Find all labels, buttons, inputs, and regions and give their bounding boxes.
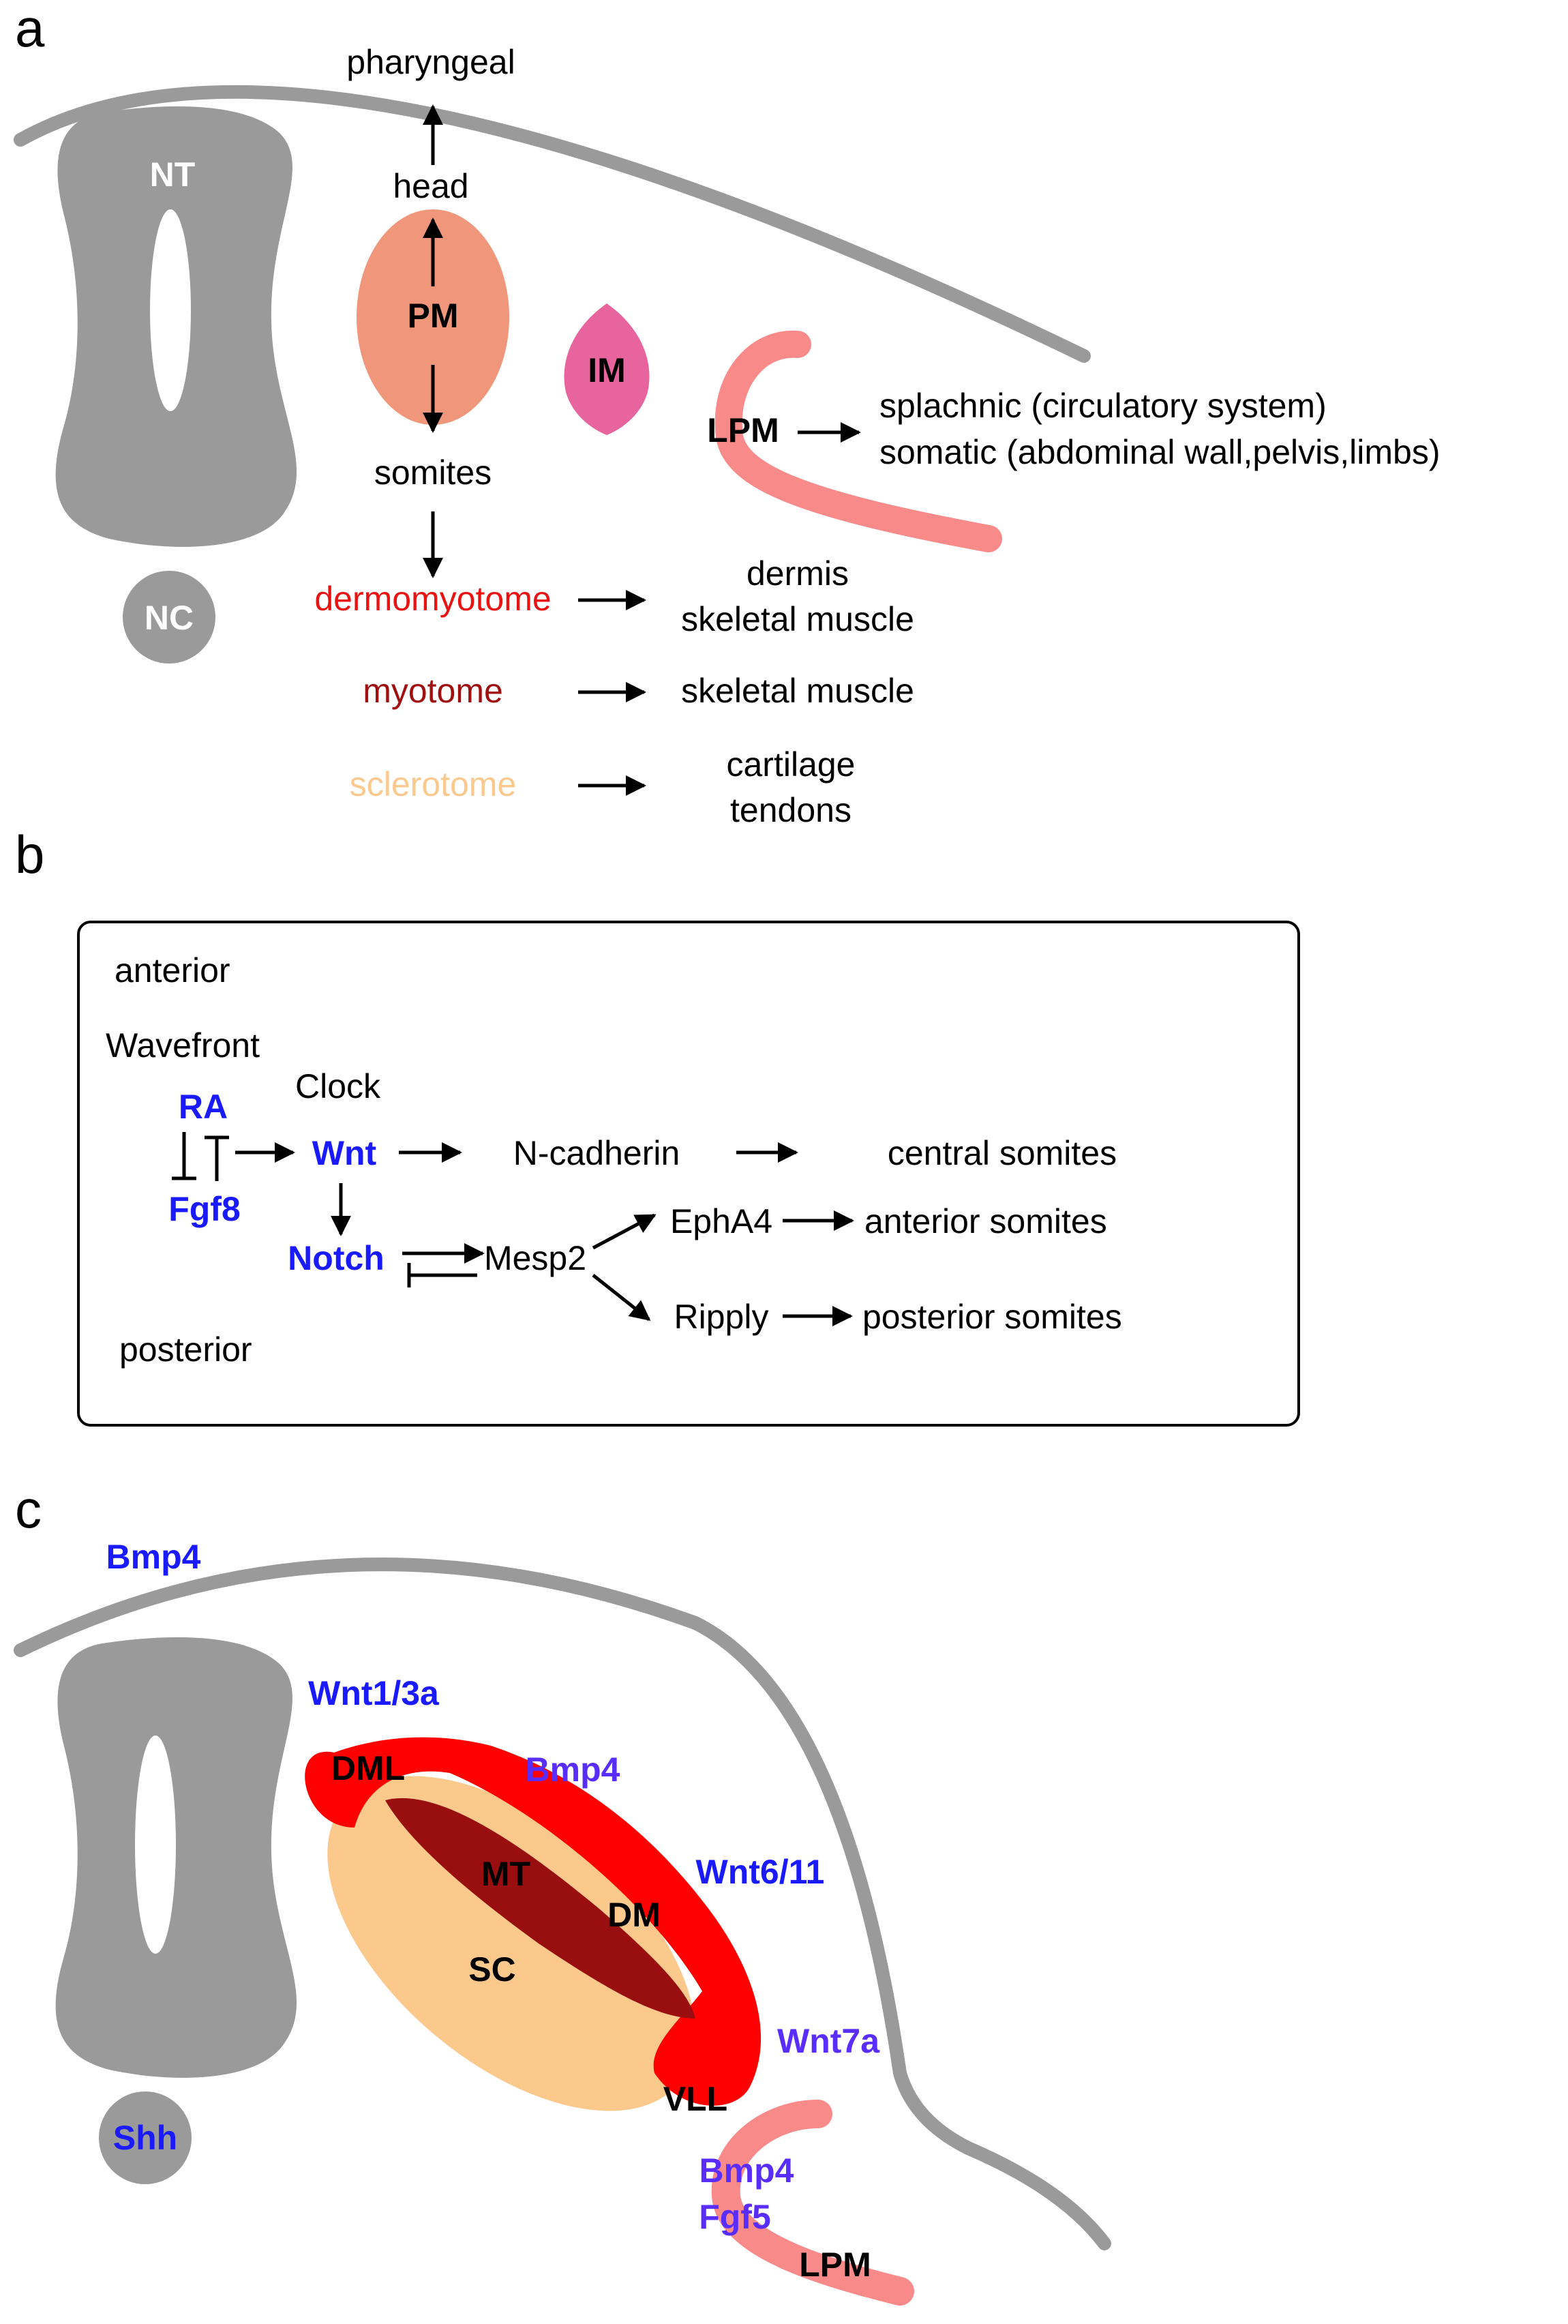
head-label: head <box>393 167 468 205</box>
ripply-label: Ripply <box>674 1298 769 1336</box>
fgf8-label: Fgf8 <box>168 1190 241 1228</box>
notochord-a: NC <box>123 571 215 664</box>
posterior-somites-label: posterior somites <box>862 1298 1122 1336</box>
mesp2-inhibits-notch <box>407 1263 477 1287</box>
panel-a: a NT NC PM IM LPM pharyngeal head somite <box>14 0 1441 829</box>
mesp2-label: Mesp2 <box>484 1239 586 1277</box>
posterior-label: posterior <box>119 1330 252 1369</box>
notochord-c <box>99 2091 192 2184</box>
sclerotome-label: sclerotome <box>350 765 517 803</box>
wnt-label: Wnt <box>312 1134 377 1172</box>
vll-label: VLL <box>663 2080 727 2118</box>
panel-b: b anterior Wavefront Clock RA Fgf8 Wnt N… <box>15 824 1300 1427</box>
dml-label: DML <box>331 1749 405 1787</box>
dermomyotome-label: dermomyotome <box>314 580 551 618</box>
sc-label: SC <box>468 1950 515 1988</box>
bmp4-mid-label: Bmp4 <box>526 1751 620 1789</box>
panel-a-letter: a <box>15 0 45 58</box>
ectoderm-arc-c <box>14 1558 1111 2250</box>
dermomyotome-shape <box>305 1737 762 2106</box>
skeletal-muscle-label-1: skeletal muscle <box>681 600 914 638</box>
cartilage-label: cartilage <box>727 745 856 784</box>
dm-label: DM <box>607 1896 661 1934</box>
ncadherin-label: N-cadherin <box>513 1134 680 1172</box>
somatic-label: somatic (abdominal wall,pelvis,limbs) <box>879 433 1441 471</box>
tendons-label: tendons <box>730 791 851 829</box>
panel-c-letter: c <box>15 1479 42 1539</box>
clock-label: Clock <box>295 1067 381 1105</box>
paraxial-mesoderm <box>357 209 509 425</box>
lpm-label-a: LPM <box>707 411 779 449</box>
lateral-plate-mesoderm-c <box>711 2100 914 2306</box>
wnt1-3a-label: Wnt1/3a <box>308 1674 440 1712</box>
shh-label: Shh <box>113 2119 177 2157</box>
notch-label: Notch <box>288 1239 385 1277</box>
panel-c: c Bmp4 Shh Wnt1/3a DML Bmp4 MT DM Wnt6/1… <box>14 1479 1111 2306</box>
wnt7a-label: Wnt7a <box>777 2022 880 2060</box>
neural-tube-c <box>55 1637 297 2078</box>
anterior-label: anterior <box>115 951 230 989</box>
pm-label: PM <box>408 297 459 335</box>
ra-label: RA <box>179 1088 228 1126</box>
wnt6-11-label: Wnt6/11 <box>696 1853 825 1891</box>
fgf5-label: Fgf5 <box>699 2198 771 2236</box>
wavefront-label: Wavefront <box>106 1026 260 1064</box>
neural-tube-a: NT <box>55 106 297 547</box>
myotome-shape <box>385 1798 695 2018</box>
somites-label: somites <box>374 453 492 492</box>
myotome-label: myotome <box>363 672 503 710</box>
panel-b-box <box>77 921 1300 1427</box>
anterior-somites-label: anterior somites <box>864 1202 1107 1240</box>
panel-b-letter: b <box>15 824 44 884</box>
im-label: IM <box>588 351 626 389</box>
central-somites-label: central somites <box>888 1134 1117 1172</box>
bmp4-low-label: Bmp4 <box>699 2151 794 2190</box>
pharyngeal-label: pharyngeal <box>346 43 515 81</box>
arrow-mesp2-ripply <box>592 1274 651 1321</box>
nc-label: NC <box>145 599 194 637</box>
arrow-mesp2-epha4 <box>592 1213 657 1250</box>
ra-fgf8-inhibition <box>172 1132 229 1181</box>
epha4-label: EphA4 <box>670 1202 772 1240</box>
intermediate-mesoderm <box>564 303 650 435</box>
dermis-label: dermis <box>747 554 849 593</box>
sclerotome-shape <box>327 1776 695 2111</box>
splachnic-label: splachnic (circulatory system) <box>879 387 1327 425</box>
lateral-plate-mesoderm-a <box>714 330 1002 552</box>
lpm-label-c: LPM <box>799 2246 871 2284</box>
nt-label: NT <box>150 155 196 194</box>
bmp4-top-label: Bmp4 <box>106 1538 201 1576</box>
mt-label: MT <box>481 1855 530 1893</box>
skeletal-muscle-label-2: skeletal muscle <box>681 672 914 710</box>
